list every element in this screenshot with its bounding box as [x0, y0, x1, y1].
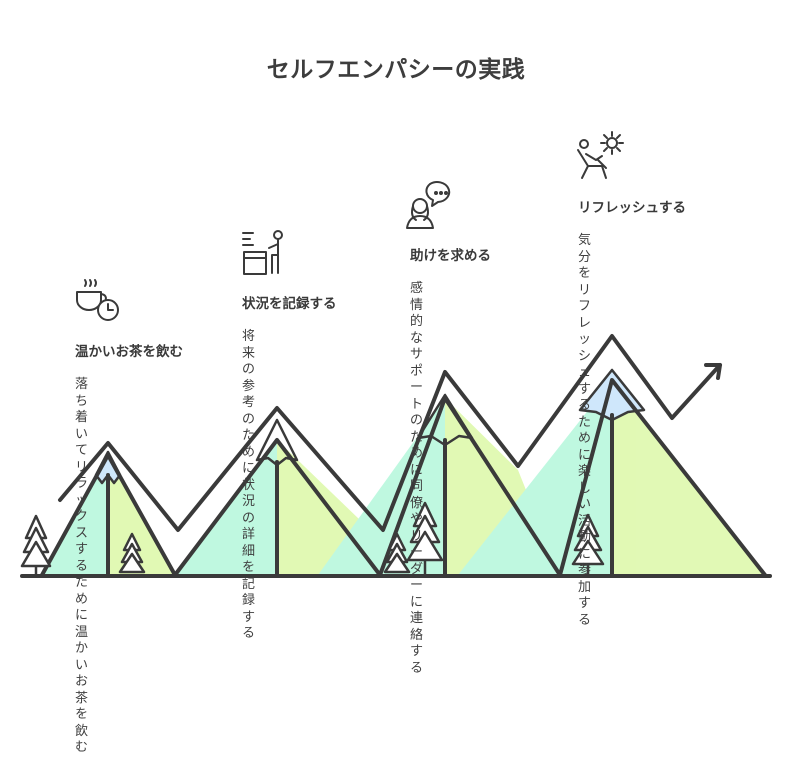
- description-line: 感情的なサポートの: [410, 281, 424, 428]
- tea-cup-clock-icon: [76, 279, 119, 321]
- step-tea-description: 落ち着いてリラック スするために温かい お茶を飲む: [75, 377, 88, 757]
- description-line: 気分をリフレッシュ: [578, 233, 592, 380]
- description-line: る: [242, 626, 256, 641]
- relaxing-chair-sun-icon: [577, 131, 624, 179]
- mountain-3-left-face: [318, 398, 445, 575]
- description-line: 将来の参考のために: [242, 329, 256, 476]
- description-line: スするために温かい: [75, 525, 89, 673]
- arrow-head: [704, 363, 722, 380]
- step-help-heading: 助けを求める: [410, 248, 491, 264]
- ridge-outer-zigzag: [58, 334, 722, 532]
- description-line: ーに連絡する: [410, 578, 424, 676]
- description-line: ために同僚やリーダ: [410, 429, 424, 577]
- step-record-description: 将来の参考のために 状況の詳細を記録す る: [242, 329, 255, 643]
- step-tea-heading: 温かいお茶を飲む: [75, 344, 183, 360]
- tree-3: [383, 532, 411, 574]
- description-line: お茶を飲む: [75, 674, 89, 755]
- trees: [20, 501, 605, 576]
- step-record-heading: 状況を記録する: [242, 296, 337, 312]
- description-line: 動に参加する: [578, 530, 592, 628]
- page-title: セルフエンパシーの実践: [266, 57, 526, 83]
- person-writing-desk-icon: [242, 230, 283, 275]
- step-refresh-description: 気分をリフレッシュ するために楽しい活 動に参加する: [578, 233, 591, 629]
- tree-4: [406, 501, 444, 576]
- tree-5: [571, 513, 605, 576]
- tree-2: [118, 532, 146, 574]
- step-refresh-heading: リフレッシュする: [578, 200, 686, 216]
- description-line: 状況の詳細を記録す: [242, 477, 256, 625]
- description-line: するために楽しい活: [578, 381, 592, 529]
- step-help-description: 感情的なサポートの ために同僚やリーダ ーに連絡する: [410, 281, 423, 677]
- tree-1: [20, 514, 52, 576]
- mountain-illustration: [20, 334, 772, 578]
- person-speech-bubble-icon: [406, 181, 451, 229]
- description-line: 落ち着いてリラック: [75, 377, 89, 524]
- mountain-outlines: [20, 334, 772, 578]
